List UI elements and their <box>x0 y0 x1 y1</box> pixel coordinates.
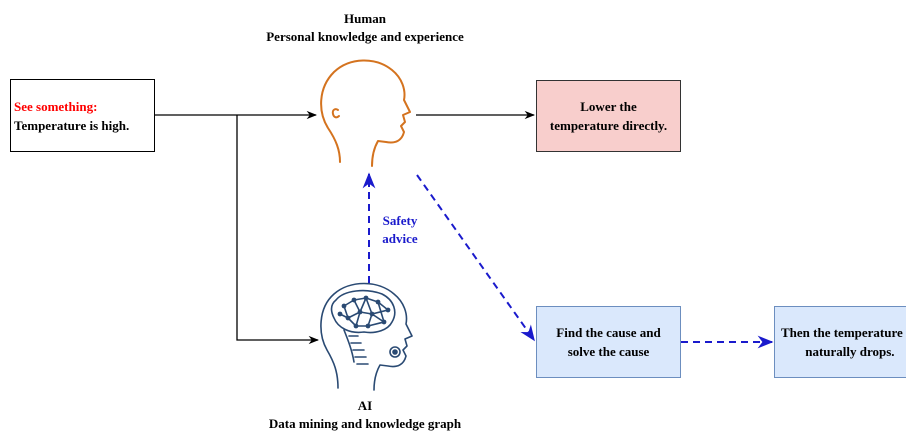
ai-action-box: Find the cause and solve the cause <box>536 306 681 378</box>
human-action-line2: temperature directly. <box>549 118 668 133</box>
result-line2: naturally drops. <box>805 344 895 359</box>
edge-observe-to-ai <box>236 115 320 345</box>
ai-action-line2: solve the cause <box>567 344 650 359</box>
ai-title: AI <box>357 398 373 413</box>
safety-advice-label: Safety advice <box>372 212 428 248</box>
ai-action-line1: Find the cause and <box>556 325 661 340</box>
human-title: Human <box>344 11 386 26</box>
result-box: Then the temperature naturally drops. <box>774 306 906 378</box>
observation-text: Temperature is high. <box>14 117 130 133</box>
observation-box: See something: Temperature is high. <box>10 79 155 152</box>
human-action-box: Lower the temperature directly. <box>536 80 681 152</box>
ai-subtitle: Data mining and knowledge graph <box>268 416 462 431</box>
safety-advice-line2: advice <box>382 231 418 246</box>
result-line1: Then the temperature <box>781 325 903 340</box>
observation-prefix: See something: <box>14 98 98 114</box>
edge-human-to-find <box>416 174 535 342</box>
human-subtitle: Personal knowledge and experience <box>266 29 464 44</box>
ai-brain-head-icon <box>320 282 413 391</box>
human-action-line1: Lower the <box>580 99 637 114</box>
human-head-icon <box>320 59 411 167</box>
safety-advice-line1: Safety <box>382 213 418 228</box>
